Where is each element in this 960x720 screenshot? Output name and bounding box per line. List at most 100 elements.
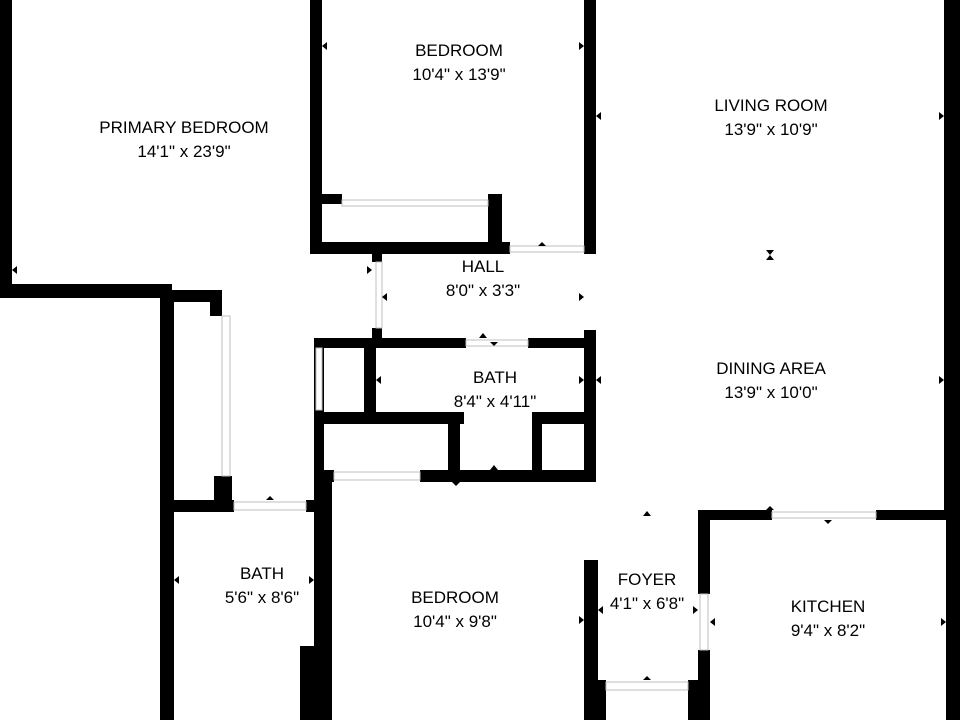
room-size: 4'1" x 6'8" [609,594,685,613]
wall [584,246,592,254]
room-name: BATH [472,368,518,387]
marker [174,576,179,584]
room-label-bedroom-top: BEDROOM 10'4" x 13'9" [412,39,505,87]
wall [584,0,596,254]
room-size: 5'6" x 8'6" [224,588,300,607]
marker [479,333,487,338]
door-opening [333,471,421,481]
wall [946,510,960,720]
wall [372,252,382,262]
room-name: BATH [239,564,285,583]
wall [310,242,510,254]
marker [643,676,651,680]
marker [766,250,774,255]
marker [643,511,651,516]
room-label-primary-bedroom: PRIMARY BEDROOM 14'1" x 23'9" [99,116,268,164]
marker [309,576,314,584]
wall [488,194,502,250]
marker [538,242,546,246]
marker [766,255,774,260]
wall [448,412,460,476]
wall [532,412,590,424]
door-opening [315,347,323,411]
room-name: BEDROOM [415,41,503,60]
room-label-bath-center: BATH 8'4" x 4'11" [454,366,537,414]
room-label-hall: HALL 8'0" x 3'3" [446,255,520,303]
wall [698,650,710,720]
marker [382,293,387,301]
marker [322,616,327,624]
wall [584,330,596,470]
marker [579,293,584,301]
window [341,199,489,207]
wall [210,290,222,316]
marker [939,112,944,120]
wall [698,510,772,520]
wall [0,284,172,298]
room-size: 10'4" x 13'9" [412,65,506,84]
room-size: 9'4" x 8'2" [790,621,866,640]
room-label-kitchen: KITCHEN 9'4" x 8'2" [791,595,866,643]
wall [322,194,342,204]
dimension-markers [12,42,946,680]
wall [372,328,382,338]
wall [214,476,232,512]
marker [266,496,274,500]
door-opening [509,245,585,253]
wall [876,510,960,520]
wall [420,470,596,482]
marker [579,42,584,50]
wall [584,560,598,720]
marker [824,520,832,524]
room-name: LIVING ROOM [714,96,828,115]
room-size: 8'0" x 3'3" [445,281,521,300]
room-label-foyer: FOYER 4'1" x 6'8" [610,568,684,616]
door-opening [699,593,709,651]
marker [490,342,498,346]
marker [452,482,460,486]
room-name: HALL [461,257,505,276]
room-name: FOYER [617,570,677,589]
marker [596,376,601,384]
wall [160,290,222,302]
room-name: PRIMARY BEDROOM [99,118,269,137]
marker [598,606,603,614]
marker [367,266,372,274]
wall [528,338,592,348]
wall [310,0,322,252]
marker [376,376,381,384]
marker [490,465,498,470]
wall [300,646,322,720]
wall [0,0,12,298]
marker [939,376,944,384]
room-label-living-room: LIVING ROOM 13'9" x 10'9" [714,94,827,142]
marker [322,42,327,50]
room-size: 8'4" x 4'11" [453,392,537,411]
room-size: 13'9" x 10'0" [724,383,818,402]
door-opening [605,681,689,691]
room-size: 14'1" x 23'9" [137,142,231,161]
marker [579,376,584,384]
door-opening [233,501,307,511]
wall [944,0,960,520]
room-name: DINING AREA [716,359,826,378]
marker [710,618,715,626]
wall [532,412,542,478]
wall [364,338,376,416]
door-opening [375,261,383,329]
room-name: BEDROOM [411,588,499,607]
marker [941,618,946,626]
marker [693,606,698,614]
marker [579,616,584,624]
room-label-dining-area: DINING AREA 13'9" x 10'0" [716,357,826,405]
room-name: KITCHEN [790,597,866,616]
wall [314,338,466,348]
wall [314,412,464,424]
wall [698,510,710,594]
room-label-bedroom-bottom: BEDROOM 10'4" x 9'8" [411,586,499,634]
wall [688,680,700,720]
marker [766,506,774,510]
room-size: 13'9" x 10'9" [724,120,818,139]
